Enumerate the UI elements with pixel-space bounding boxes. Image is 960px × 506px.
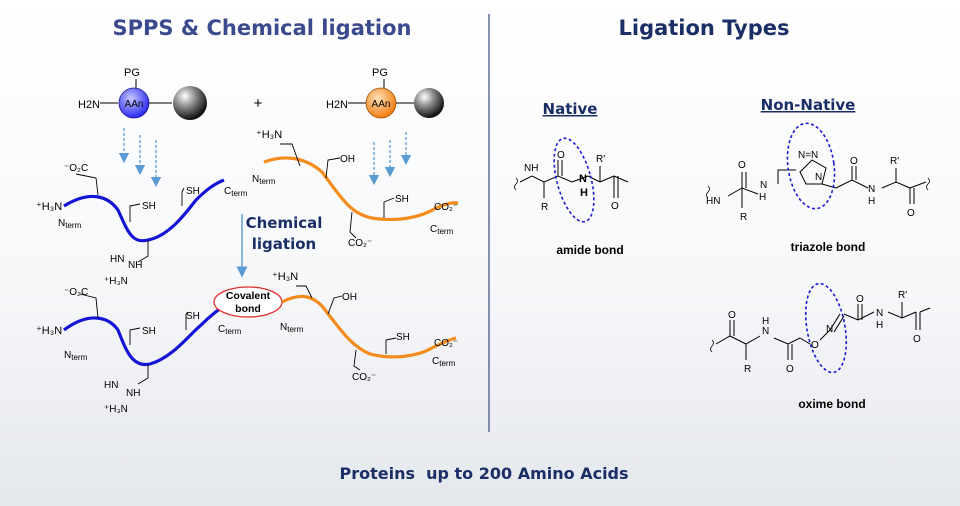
svg-text:N: N [876, 308, 883, 319]
non-native-heading: Non-Native [761, 96, 856, 114]
svg-text:OH: OH [340, 154, 355, 165]
svg-text:CO₂⁻: CO₂⁻ [352, 372, 376, 383]
svg-text:O: O [811, 340, 819, 351]
blue-peptide-top: ⁻O₂C ⁺H₃N Nterm SH SH Cterm HN NH ⁺H₃N [36, 163, 248, 287]
ligation-label-1: Chemical [246, 214, 323, 232]
orange-peptide-top: ⁺H₃N Nterm OH SH CO₂⁻ CO₂⁻ Cterm [252, 129, 459, 249]
resin-ball-2 [414, 88, 444, 118]
svg-text:SH: SH [395, 194, 409, 205]
svg-text:Covalent: Covalent [226, 290, 271, 302]
svg-text:NH: NH [128, 260, 142, 271]
svg-text:N: N [815, 172, 822, 183]
synthesis-arrows [118, 128, 412, 188]
svg-text:H: H [868, 196, 875, 207]
svg-text:Cterm: Cterm [432, 356, 456, 368]
native-highlight [553, 137, 595, 223]
h3n-label: ⁺H₃N [36, 201, 62, 213]
aa-label: AAn [125, 99, 144, 110]
svg-text:N: N [762, 326, 769, 337]
covalent-bond-marker: Covalent bond [213, 286, 283, 318]
svg-text:R': R' [898, 290, 907, 301]
svg-text:⁺H₃N: ⁺H₃N [256, 129, 282, 141]
svg-text:SH: SH [186, 186, 200, 197]
h2n-label: H2N [78, 99, 100, 111]
svg-text:Cterm: Cterm [218, 324, 242, 336]
svg-text:R: R [541, 202, 548, 213]
triazole-structure [706, 159, 930, 208]
ligation-label-2: ligation [252, 235, 316, 253]
svg-text:SH: SH [186, 311, 200, 322]
amide-caption: amide bond [556, 243, 623, 257]
svg-text:⁺H₃N: ⁺H₃N [104, 404, 128, 415]
svg-text:OH: OH [342, 292, 357, 303]
svg-text:O: O [786, 364, 794, 375]
svg-text:CO₂⁻: CO₂⁻ [434, 202, 458, 213]
svg-text:N: N [579, 173, 587, 185]
svg-text:N: N [868, 184, 875, 195]
svg-text:CO₂⁻: CO₂⁻ [348, 238, 372, 249]
svg-text:bond: bond [235, 303, 261, 315]
svg-text:O: O [907, 208, 915, 219]
svg-text:SH: SH [142, 326, 156, 337]
svg-text:⁺H₃N: ⁺H₃N [36, 325, 62, 337]
svg-text:O: O [611, 201, 619, 212]
svg-text:O: O [850, 156, 858, 167]
aa-label-2: AAn [372, 99, 391, 110]
svg-text:N: N [760, 180, 767, 191]
triazole-caption: triazole bond [791, 240, 866, 254]
resin-orange: PG H2N AAn [326, 67, 444, 119]
svg-text:⁺H₃N: ⁺H₃N [272, 271, 298, 283]
svg-text:HN: HN [104, 380, 118, 391]
svg-text:Cterm: Cterm [430, 224, 454, 236]
pg-label: PG [124, 67, 140, 79]
svg-text:⁺H₃N: ⁺H₃N [104, 276, 128, 287]
svg-text:H: H [876, 320, 883, 331]
native-heading: Native [543, 100, 598, 118]
pg-label-2: PG [372, 67, 388, 79]
orange-peptide-bottom: ⁺H₃N Nterm OH SH CO₂⁻ CO₂⁻ Cterm [272, 271, 458, 383]
svg-text:O: O [913, 334, 921, 345]
svg-text:O: O [728, 310, 736, 321]
right-title: Ligation Types [618, 16, 789, 40]
oxime-structure [710, 302, 931, 360]
svg-text:R': R' [890, 156, 899, 167]
resin-blue: PG H2N AAn [78, 67, 207, 120]
svg-text:R': R' [596, 154, 605, 165]
svg-text:H: H [759, 192, 766, 203]
svg-text:NH: NH [524, 163, 538, 174]
oxime-caption: oxime bond [798, 397, 865, 411]
nterm-label: Nterm [58, 218, 82, 230]
svg-text:Cterm: Cterm [224, 186, 248, 198]
svg-text:HN: HN [110, 254, 124, 265]
svg-text:R: R [744, 364, 751, 375]
svg-text:Nterm: Nterm [64, 350, 88, 362]
svg-text:Nterm: Nterm [252, 174, 276, 186]
resin-ball [173, 86, 207, 120]
svg-text:SH: SH [142, 201, 156, 212]
blue-peptide-bottom: ⁻O₂C ⁺H₃N Nterm SH SH Cterm HN NH ⁺H₃N [36, 287, 242, 415]
svg-text:⁻O₂C: ⁻O₂C [64, 287, 88, 298]
svg-text:SH: SH [396, 332, 410, 343]
svg-text:CO₂⁻: CO₂⁻ [434, 338, 458, 349]
svg-text:O: O [557, 150, 565, 161]
svg-text:O: O [738, 160, 746, 171]
svg-text:HN: HN [706, 196, 720, 207]
svg-text:R: R [740, 212, 747, 223]
footer-text: Proteins up to 200 Amino Acids [339, 464, 628, 483]
svg-text:⁻O₂C: ⁻O₂C [64, 163, 88, 174]
left-title: SPPS & Chemical ligation [113, 16, 412, 40]
svg-text:O: O [856, 294, 864, 305]
h2n-label-2: H2N [326, 99, 348, 111]
oxime-highlight [804, 282, 848, 374]
svg-text:H: H [762, 316, 769, 327]
svg-text:N=N: N=N [798, 150, 818, 161]
triazole-highlight [786, 122, 836, 210]
svg-text:Nterm: Nterm [280, 322, 304, 334]
svg-text:NH: NH [126, 388, 140, 399]
plus-sign: + [254, 95, 263, 112]
native-structure [514, 160, 629, 198]
svg-text:H: H [580, 187, 588, 199]
svg-text:N: N [826, 324, 833, 335]
